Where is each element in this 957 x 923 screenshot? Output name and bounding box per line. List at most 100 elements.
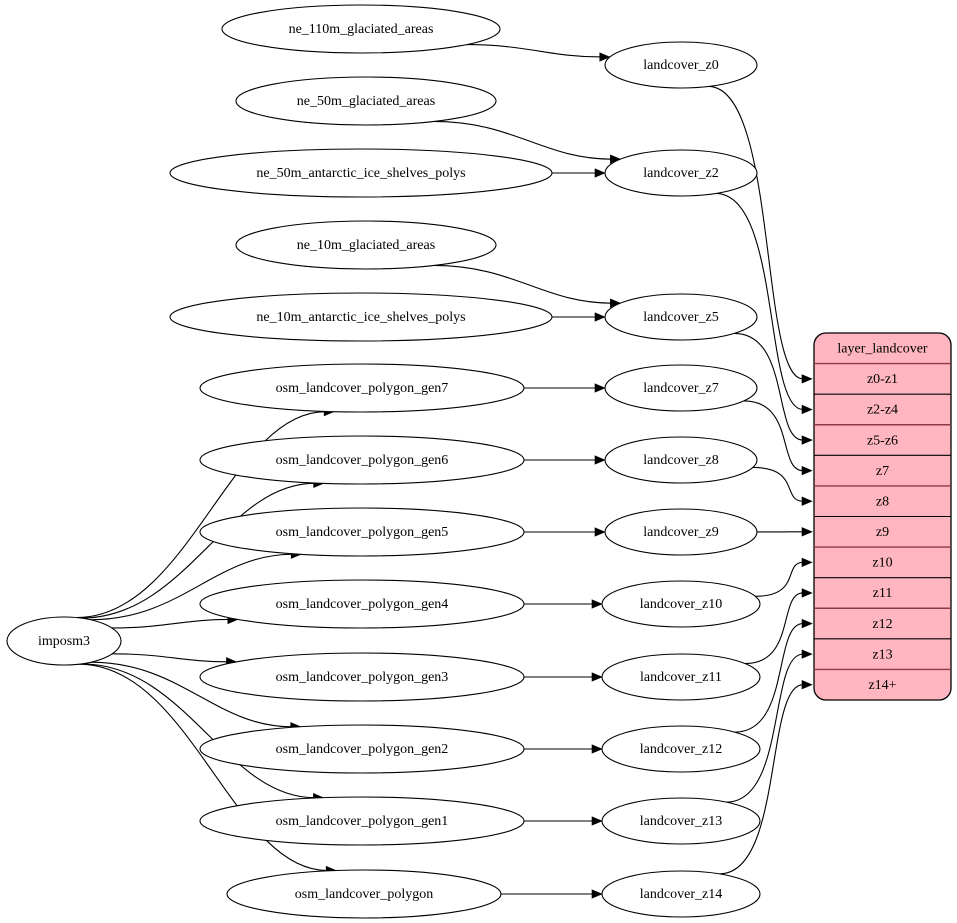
node-label: ne_10m_antarctic_ice_shelves_polys (256, 310, 465, 325)
edge-ne_50m_antarctic_ice_shelves_polys-to-landcover_z2 (552, 168, 606, 178)
node-label: landcover_z12 (640, 742, 722, 757)
node-label: osm_landcover_polygon_gen5 (276, 525, 449, 540)
node-shape (199, 579, 525, 629)
node-label: landcover_z5 (643, 310, 718, 325)
node-shape (604, 41, 758, 89)
table-cell-label: z7 (876, 464, 889, 479)
node-label: osm_landcover_polygon_gen7 (276, 381, 449, 396)
node-shape (199, 724, 525, 774)
node-label: landcover_z7 (643, 381, 718, 396)
edge-arrowhead (801, 374, 813, 384)
table-row[interactable]: z10 (814, 547, 951, 578)
source-node-osm_landcover_polygon_gen6[interactable]: osm_landcover_polygon_gen6 (199, 435, 525, 485)
edge-imposm3-to-osm_landcover_polygon_gen3 (112, 653, 238, 667)
edge-landcover_z12-to-layer_landcover-z12 (734, 618, 813, 733)
node-shape (601, 653, 761, 701)
table-row[interactable]: z14+ (814, 669, 951, 700)
source-node-ne_110m_glaciated_areas[interactable]: ne_110m_glaciated_areas (221, 4, 501, 54)
node-shape (221, 4, 501, 54)
node-shape (604, 436, 758, 484)
source-node-osm_landcover_polygon_gen5[interactable]: osm_landcover_polygon_gen5 (199, 507, 525, 557)
source-node-osm_landcover_polygon_gen7[interactable]: osm_landcover_polygon_gen7 (199, 363, 525, 413)
table-cell-label: z0-z1 (867, 372, 898, 387)
table-row[interactable]: z5-z6 (814, 425, 951, 456)
layer-node-landcover_z11[interactable]: landcover_z11 (601, 653, 761, 701)
edge-arrowhead (801, 496, 813, 506)
edge-arrowhead (599, 52, 611, 62)
layer-node-landcover_z8[interactable]: landcover_z8 (604, 436, 758, 484)
node-label: landcover_z13 (640, 814, 722, 829)
node-label: ne_50m_antarctic_ice_shelves_polys (256, 166, 465, 181)
source-node-ne_50m_glaciated_areas[interactable]: ne_50m_glaciated_areas (235, 76, 497, 126)
edge-arrowhead (801, 649, 813, 659)
edge-arrowhead (591, 816, 603, 826)
layer-node-landcover_z9[interactable]: landcover_z9 (604, 508, 758, 556)
edge-line (755, 561, 804, 597)
layer-node-landcover_z7[interactable]: landcover_z7 (604, 364, 758, 412)
edge-line (752, 466, 804, 502)
edge-landcover_z8-to-layer_landcover-z8 (752, 466, 813, 506)
table-cell-label: z13 (872, 647, 892, 662)
edge-line (90, 661, 292, 728)
table-row[interactable]: z11 (814, 578, 951, 609)
layer-node-landcover_z0[interactable]: landcover_z0 (604, 41, 758, 89)
edge-line (90, 553, 293, 621)
edge-arrowhead (801, 435, 813, 445)
node-shape (199, 363, 525, 413)
table-cell-label: z10 (872, 556, 892, 571)
layer-node-landcover_z14[interactable]: landcover_z14 (601, 870, 761, 918)
source-node-ne_10m_glaciated_areas[interactable]: ne_10m_glaciated_areas (235, 220, 497, 270)
edge-osm_landcover_polygon_gen7-to-landcover_z7 (523, 383, 606, 393)
source-node-osm_landcover_polygon[interactable]: osm_landcover_polygon (226, 869, 502, 919)
table-cell-label: z2-z4 (867, 403, 898, 418)
edge-line (743, 400, 804, 472)
edge-arrowhead (801, 404, 813, 415)
source-node-ne_50m_antarctic_ice_shelves_polys[interactable]: ne_50m_antarctic_ice_shelves_polys (169, 148, 553, 198)
table-row[interactable]: z8 (814, 486, 951, 517)
edge-ne_10m_antarctic_ice_shelves_polys-to-landcover_z5 (552, 312, 606, 322)
layer-node-landcover_z13[interactable]: landcover_z13 (601, 797, 761, 845)
node-label: landcover_z9 (643, 525, 718, 540)
node-shape (604, 149, 758, 197)
source-node-imposm3[interactable]: imposm3 (6, 616, 122, 666)
edge-arrowhead (594, 383, 606, 393)
table-row[interactable]: z12 (814, 608, 951, 639)
node-shape (604, 293, 758, 341)
layer-node-landcover_z5[interactable]: landcover_z5 (604, 293, 758, 341)
edge-arrowhead (591, 599, 603, 609)
node-label: landcover_z0 (643, 58, 718, 73)
nodes-layer: imposm3 ne_110m_glaciated_areas ne_50m_gla… (6, 4, 761, 919)
edge-line (466, 44, 601, 58)
edge-arrowhead (801, 557, 813, 568)
edge-arrowhead (594, 455, 606, 465)
table-layer_landcover[interactable]: layer_landcoverz0-z1z2-z4z5-z6z7z8z9z10z… (813, 332, 952, 701)
table-row[interactable]: z9 (814, 517, 951, 548)
edge-line (78, 663, 328, 872)
edge-line (433, 264, 612, 304)
edge-osm_landcover_polygon_gen1-to-landcover_z13 (524, 816, 603, 826)
table-cell-label: z12 (872, 617, 892, 632)
layer-node-landcover_z10[interactable]: landcover_z10 (601, 580, 761, 628)
node-shape (169, 148, 553, 198)
edge-osm_landcover_polygon_gen2-to-landcover_z12 (523, 744, 603, 754)
node-shape (235, 76, 497, 126)
table-row[interactable]: z0-z1 (814, 364, 951, 395)
edge-arrowhead (801, 680, 813, 690)
node-label: landcover_z8 (643, 453, 718, 468)
source-node-osm_landcover_polygon_gen1[interactable]: osm_landcover_polygon_gen1 (199, 796, 525, 846)
node-shape (601, 870, 761, 918)
layer-node-landcover_z12[interactable]: landcover_z12 (601, 725, 761, 773)
table-row[interactable]: z13 (814, 639, 951, 670)
source-node-ne_10m_antarctic_ice_shelves_polys[interactable]: ne_10m_antarctic_ice_shelves_polys (169, 292, 553, 342)
source-node-osm_landcover_polygon_gen2[interactable]: osm_landcover_polygon_gen2 (199, 724, 525, 774)
node-label: landcover_z11 (640, 670, 722, 685)
table-row[interactable]: z2-z4 (814, 394, 951, 425)
source-node-osm_landcover_polygon_gen3[interactable]: osm_landcover_polygon_gen3 (199, 652, 525, 702)
source-node-osm_landcover_polygon_gen4[interactable]: osm_landcover_polygon_gen4 (199, 579, 525, 629)
layer-node-landcover_z2[interactable]: landcover_z2 (604, 149, 758, 197)
node-label: osm_landcover_polygon_gen1 (276, 814, 449, 829)
node-label: osm_landcover_polygon_gen6 (276, 453, 449, 468)
edge-arrowhead (594, 312, 606, 322)
table-row[interactable]: z7 (814, 455, 951, 486)
